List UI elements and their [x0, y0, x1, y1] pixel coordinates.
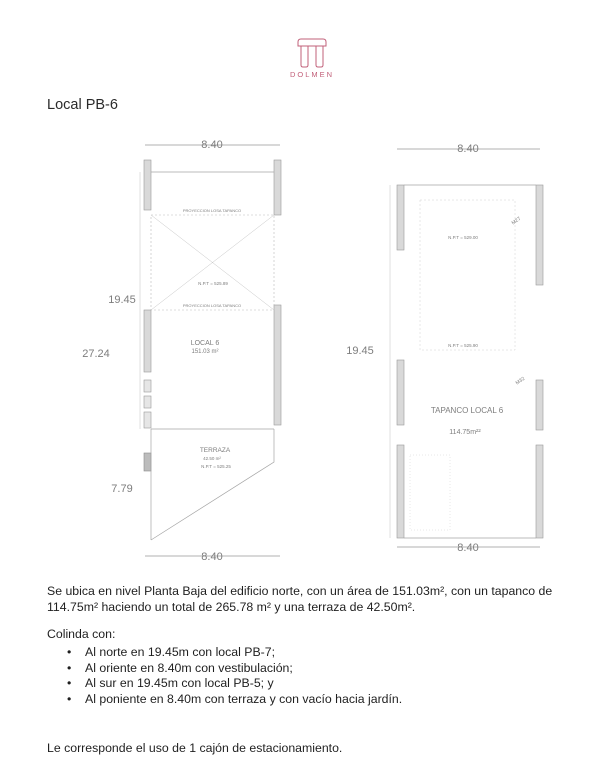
wall-segment: [143, 309, 152, 373]
tapanco-projection: [150, 214, 275, 311]
wall-segment: [273, 159, 282, 216]
wall-segment: [396, 444, 405, 539]
plan-outline: [150, 171, 275, 541]
description-paragraph: Se ubica en nivel Planta Baja del edific…: [47, 584, 553, 614]
terrace-name: TERRAZA: [200, 447, 231, 454]
wall-segment: [143, 452, 152, 472]
dolmen-logo: DOLMEN: [282, 38, 342, 79]
room-area: 114.75m²²: [449, 429, 481, 436]
wall-segment: [143, 379, 152, 393]
wall-segment: [396, 359, 405, 426]
tag-m32: M32: [515, 376, 527, 387]
floor-plans: 8.40 PROYECCION LOSA TAPANCO N.P.T = 525…: [82, 139, 544, 563]
npt-upper: N.P.T = 529.00: [448, 235, 478, 240]
dim-top-label: 8.40: [457, 143, 478, 155]
plan-outline: [404, 184, 536, 539]
projection-diagonal: [150, 214, 275, 311]
tag-m27: M27: [511, 216, 523, 227]
dim-bottom-label: 8.40: [201, 551, 222, 563]
wall-segment: [535, 379, 544, 431]
dim-bottom-label: 8.40: [457, 542, 478, 554]
dim-top-label: 8.40: [201, 139, 222, 151]
terrace-area: 42.50 m²: [203, 456, 221, 461]
npt-label: N.P.T = 525.89: [198, 281, 228, 286]
list-item: Al oriente en 8.40m con vestibulación;: [67, 661, 402, 677]
list-item: Al norte en 19.45m con local PB-7;: [67, 645, 402, 661]
plan-left: 8.40 PROYECCION LOSA TAPANCO N.P.T = 525…: [82, 139, 282, 563]
stair-outline: [409, 454, 451, 531]
projection-label: PROYECCION LOSA TAPANCO: [183, 208, 241, 213]
brand-name: DOLMEN: [289, 70, 335, 79]
wall-segment: [143, 411, 152, 429]
wall-segment: [535, 444, 544, 539]
terrace-npt: N.P.T = 525.25: [201, 464, 231, 469]
wall-segment: [535, 184, 544, 286]
footer-note: Le corresponde el uso de 1 cajón de esta…: [47, 741, 343, 755]
wall-segment: [396, 184, 405, 251]
room-name: TAPANCO LOCAL 6: [431, 406, 504, 415]
wall-segment: [273, 304, 282, 426]
room-name: LOCAL 6: [191, 340, 220, 347]
void-outline: [419, 199, 516, 351]
list-item: Al poniente en 8.40m con terraza y con v…: [67, 692, 402, 708]
plan-right: 8.40 N.P.T = 529.00 N.P.T = 525.90 M27 M…: [346, 143, 544, 554]
colinda-label: Colinda con:: [47, 627, 116, 641]
list-item: Al sur en 19.45m con local PB-5; y: [67, 676, 402, 692]
wall-segment: [143, 159, 152, 211]
colinda-list: Al norte en 19.45m con local PB-7; Al or…: [67, 645, 402, 707]
dim-left-upper: 19.45: [108, 294, 136, 306]
dim-left-label: 19.45: [346, 345, 374, 357]
wall-segment: [143, 395, 152, 409]
npt-lower: N.P.T = 525.90: [448, 343, 478, 348]
page-title: Local PB-6: [47, 97, 118, 113]
dolmen-logo-icon: [297, 38, 327, 68]
room-area: 151.03 m²: [191, 349, 218, 355]
dim-left-total: 27.24: [82, 348, 110, 360]
dim-left-lower: 7.79: [111, 483, 132, 495]
projection-label: PROYECCION LOSA TAPANCO: [183, 303, 241, 308]
